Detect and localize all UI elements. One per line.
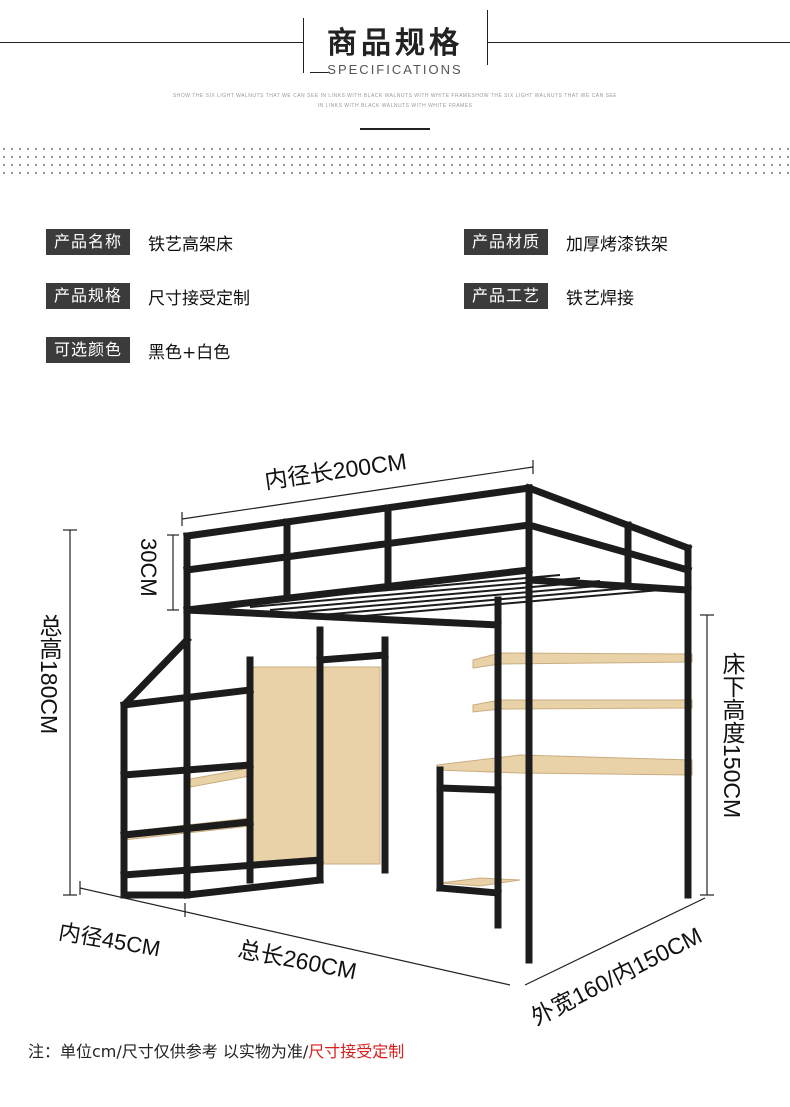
spec-label: 产品材质 xyxy=(464,229,549,255)
lower-desk-shelf xyxy=(439,877,521,887)
spec-name: 产品名称 铁艺高架床 xyxy=(46,229,233,255)
fine-print-line-1: SHOW THE SIX LIGHT WALNUTS THAT WE CAN S… xyxy=(172,93,618,99)
header-left-vertical xyxy=(303,18,304,73)
header-underline xyxy=(360,128,430,130)
dim-rail-height: 30CM xyxy=(136,538,161,597)
fine-print-line-2: IN LINKS WITH BLACK WALNUTS WITH WHITE F… xyxy=(317,103,473,109)
spec-value: 铁艺焊接 xyxy=(566,288,635,309)
dotted-divider xyxy=(0,145,790,177)
header-top-right-line xyxy=(487,42,790,43)
spec-size: 产品规格 尺寸接受定制 xyxy=(46,283,250,309)
note-highlight: 尺寸接受定制 xyxy=(308,1042,405,1061)
wood-parts xyxy=(123,652,693,887)
subtitle-left-rule xyxy=(310,72,330,73)
spec-craft: 产品工艺 铁艺焊接 xyxy=(464,283,634,309)
spec-label: 可选颜色 xyxy=(46,337,131,363)
shelf-middle xyxy=(472,699,693,713)
desk-top xyxy=(436,754,693,776)
header-top-left-line xyxy=(0,42,303,43)
footer-note: 注：单位cm/尺寸仅供参考 以实物为准/尺寸接受定制 xyxy=(28,1038,404,1062)
spec-value: 黑色+白色 xyxy=(148,342,231,363)
spec-label: 产品名称 xyxy=(46,229,131,255)
spec-label: 产品规格 xyxy=(46,283,131,309)
header-right-vertical xyxy=(487,10,488,65)
spec-value: 尺寸接受定制 xyxy=(148,288,251,309)
spec-color: 可选颜色 黑色+白色 xyxy=(46,337,230,363)
wardrobe-panel xyxy=(249,666,381,865)
spec-label: 产品工艺 xyxy=(464,283,549,309)
shelf-top xyxy=(472,652,693,669)
dim-total-height: 总高180CM xyxy=(36,614,62,735)
spec-value: 铁艺高架床 xyxy=(148,234,234,255)
page-subtitle: SPECIFICATIONS xyxy=(327,62,463,77)
spec-value: 加厚烤漆铁架 xyxy=(566,234,669,255)
dim-under-bed-height: 床下高度150CM xyxy=(719,652,745,819)
page-title: 商品规格 xyxy=(327,26,463,61)
bed-frame xyxy=(120,483,693,964)
bed-slats xyxy=(229,574,661,620)
spec-material: 产品材质 加厚烤漆铁架 xyxy=(464,229,668,255)
note-text: 注：单位cm/尺寸仅供参考 以实物为准/ xyxy=(28,1042,309,1061)
dimension-lines xyxy=(63,460,714,986)
